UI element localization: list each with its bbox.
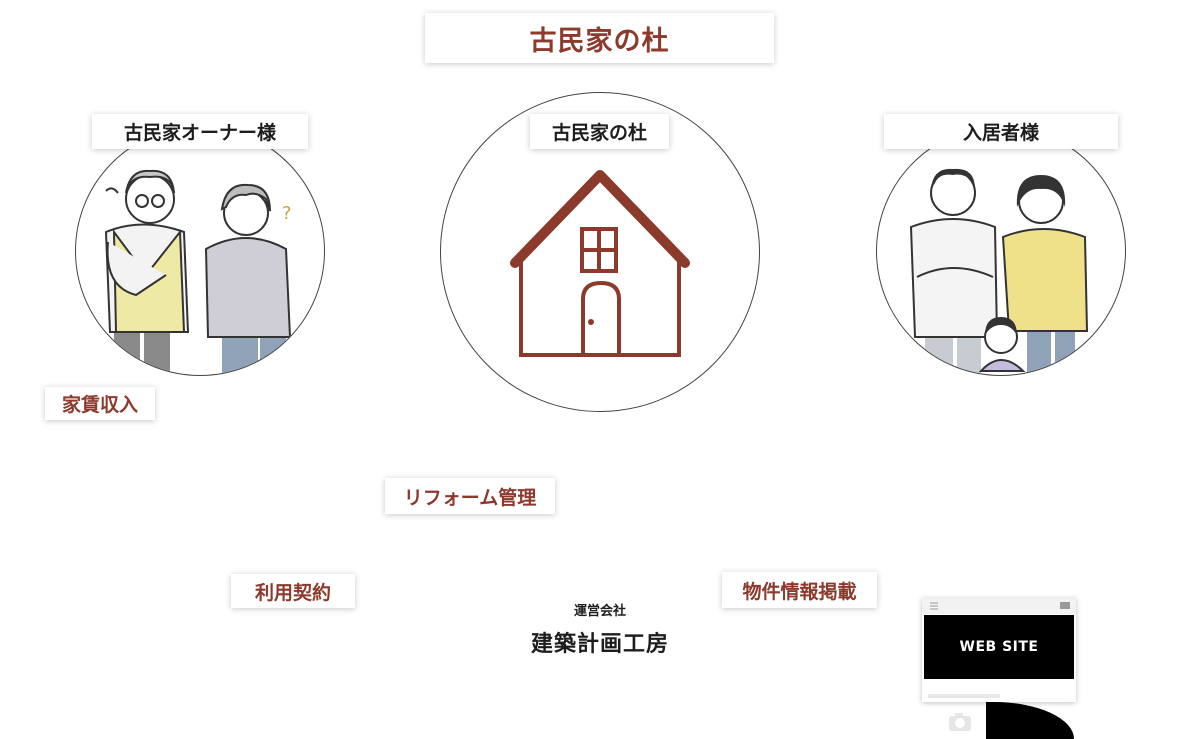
svg-text:?: ? bbox=[282, 203, 292, 224]
menu-icon bbox=[930, 602, 1070, 610]
owner-couple-illustration: ? bbox=[104, 169, 292, 375]
center-label: 古民家の杜 bbox=[530, 114, 669, 149]
camera-icon bbox=[949, 713, 971, 731]
website-banner: WEB SITE bbox=[924, 615, 1074, 679]
website-circle-graphic bbox=[986, 702, 1074, 739]
website-content-line bbox=[928, 694, 1000, 698]
browser-window: WEB SITE bbox=[922, 598, 1076, 702]
browser-bar bbox=[922, 598, 1076, 614]
house-icon bbox=[510, 170, 690, 357]
resident-circle bbox=[876, 126, 1126, 376]
owner-label: 古民家オーナー様 bbox=[92, 114, 308, 149]
rent-income-label: 家賃収入 bbox=[45, 387, 155, 420]
website-preview: WEB SITE bbox=[920, 598, 1080, 739]
owner-circle: ? bbox=[75, 126, 325, 376]
company-caption: 運営会社 bbox=[573, 604, 626, 619]
property-listing-label: 物件情報掲載 bbox=[722, 572, 877, 608]
reform-management-label: リフォーム管理 bbox=[385, 478, 555, 514]
company-name: 建築計画工房 bbox=[530, 632, 669, 657]
resident-label: 入居者様 bbox=[884, 114, 1118, 149]
resident-family-illustration bbox=[909, 168, 1089, 375]
usage-contract-label: 利用契約 bbox=[231, 574, 355, 608]
page-title: 古民家の杜 bbox=[425, 13, 774, 63]
